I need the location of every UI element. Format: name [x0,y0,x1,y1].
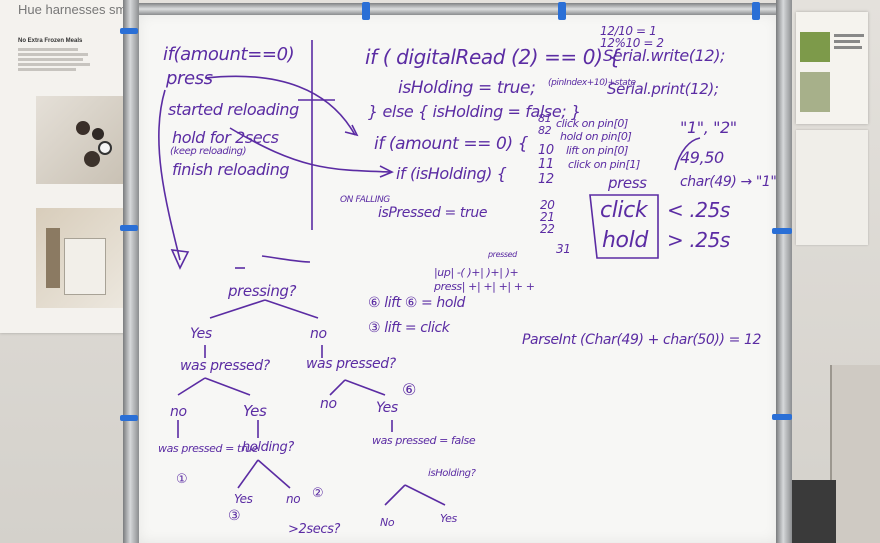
table-click-time: < .25s [667,198,730,222]
blue-clip-top [362,2,370,20]
code-81: 81 [538,112,552,125]
tree-holding: holding? [242,440,294,455]
code-21: 21 [540,210,555,224]
right-poster [796,12,868,124]
tree-yes-2: Yes [243,402,267,420]
code-line-2: isHolding = true; [398,78,536,98]
code-31: 31 [556,242,571,256]
mod-division: 12/10 = 1 [600,24,657,38]
mod-ascii: 49,50 [680,148,724,167]
tree-was-pressed-2: was pressed? [306,356,396,372]
blue-clip-right [772,228,792,234]
left-poster-body [18,46,90,73]
tree-no-5: No [380,516,395,529]
note-keep: (keep reloading) [170,146,247,157]
timing-pressed-label: pressed [488,250,517,259]
code-pin-index: (pinIndex+10)+state [548,78,636,88]
result-hold: ⑥ lift ⑥ = hold [368,295,466,311]
code-line-4: if (amount == 0) { [374,134,529,154]
note-hold: hold for 2secs [172,128,279,147]
mod-strings: "1", "2" [680,118,737,137]
tree-no-1: no [310,326,327,342]
whiteboard-frame-left [123,0,139,543]
timing-row-2: press| +| +| +| + + [434,280,535,293]
code-hold-on: hold on pin[0] [560,130,632,143]
code-10: 10 [538,143,554,158]
tree-yes-4: Yes [234,492,253,506]
tree-is-holding: isHolding? [428,468,476,479]
code-line-1: if ( digitalRead (2) == 0) { [365,45,621,69]
code-22: 22 [540,222,555,236]
tree-was-pressed-true: was pressed = true [158,442,259,455]
note-press: press [166,68,213,89]
tree-was-pressed-false: was pressed = false [372,434,476,447]
tree-num-2: ② [312,486,324,501]
note-if-amount: if(amount==0) [163,44,295,65]
tree-yes-1: Yes [190,326,212,342]
whiteboard-frame-right [776,0,792,543]
blue-clip-top [558,2,566,20]
code-click-on-2: click on pin[1] [568,158,640,171]
blue-clip-left [120,415,138,421]
code-line-3: } else { isHolding = false; } [368,102,581,121]
blue-clip-left [120,28,138,34]
note-finish: finish reloading [172,160,290,179]
result-click: ③ lift = click [368,320,450,336]
left-poster: Hue harnesses smartly toast No Extra Fro… [0,0,183,333]
parse-int-note: ParseInt (Char(49) + char(50)) = 12 [522,332,761,348]
code-click-on: click on pin[0] [556,117,628,130]
door [830,365,880,543]
table-click: click [600,198,648,223]
tree-num-6: ⑥ [402,380,416,399]
dark-box [790,480,836,543]
code-11: 11 [538,157,554,172]
code-line-5: if (isHolding) { [396,164,507,183]
blue-clip-top [752,2,760,20]
tree-no-3: no [320,396,337,412]
left-poster-photo-1 [36,96,124,184]
tree-was-pressed-1: was pressed? [180,358,270,374]
code-serial-write: Serial.write(12); [603,46,726,65]
code-lift-on: lift on pin[0] [566,144,628,157]
code-20: 20 [540,198,555,212]
tree-no-4: no [286,492,301,506]
blue-clip-left [120,225,138,231]
blue-clip-right [772,414,792,420]
code-82: 82 [538,124,552,137]
timing-row-1: |up| -( )+| )+| )+ [434,266,519,279]
table-press: press [608,174,647,192]
tree-root: pressing? [228,282,297,300]
code-serial-print: Serial.print(12); [607,80,719,98]
mod-remainder: 12%10 = 2 [600,36,664,50]
tree-num-1: ① [176,472,188,487]
left-poster-photo-2 [36,208,124,308]
tree-num-3: ③ [228,508,241,524]
code-on-falling: ON FALLING [340,195,390,205]
note-started: started reloading [168,100,299,119]
left-poster-subtitle: No Extra Frozen Meals [18,38,83,44]
right-poster-photo [800,32,830,62]
tree-gt-2secs: >2secs? [288,522,340,537]
table-hold: hold [602,228,648,253]
whiteboard-frame-top [123,3,792,15]
code-12: 12 [538,172,554,187]
tree-yes-5: Yes [440,512,457,525]
code-is-pressed: isPressed = true [378,205,488,221]
right-poster-lower [796,130,868,245]
tree-no-2: no [170,404,187,420]
table-hold-time: > .25s [667,228,730,252]
mod-char: char(49) → "1" [680,174,777,190]
tree-yes-3: Yes [376,400,398,416]
